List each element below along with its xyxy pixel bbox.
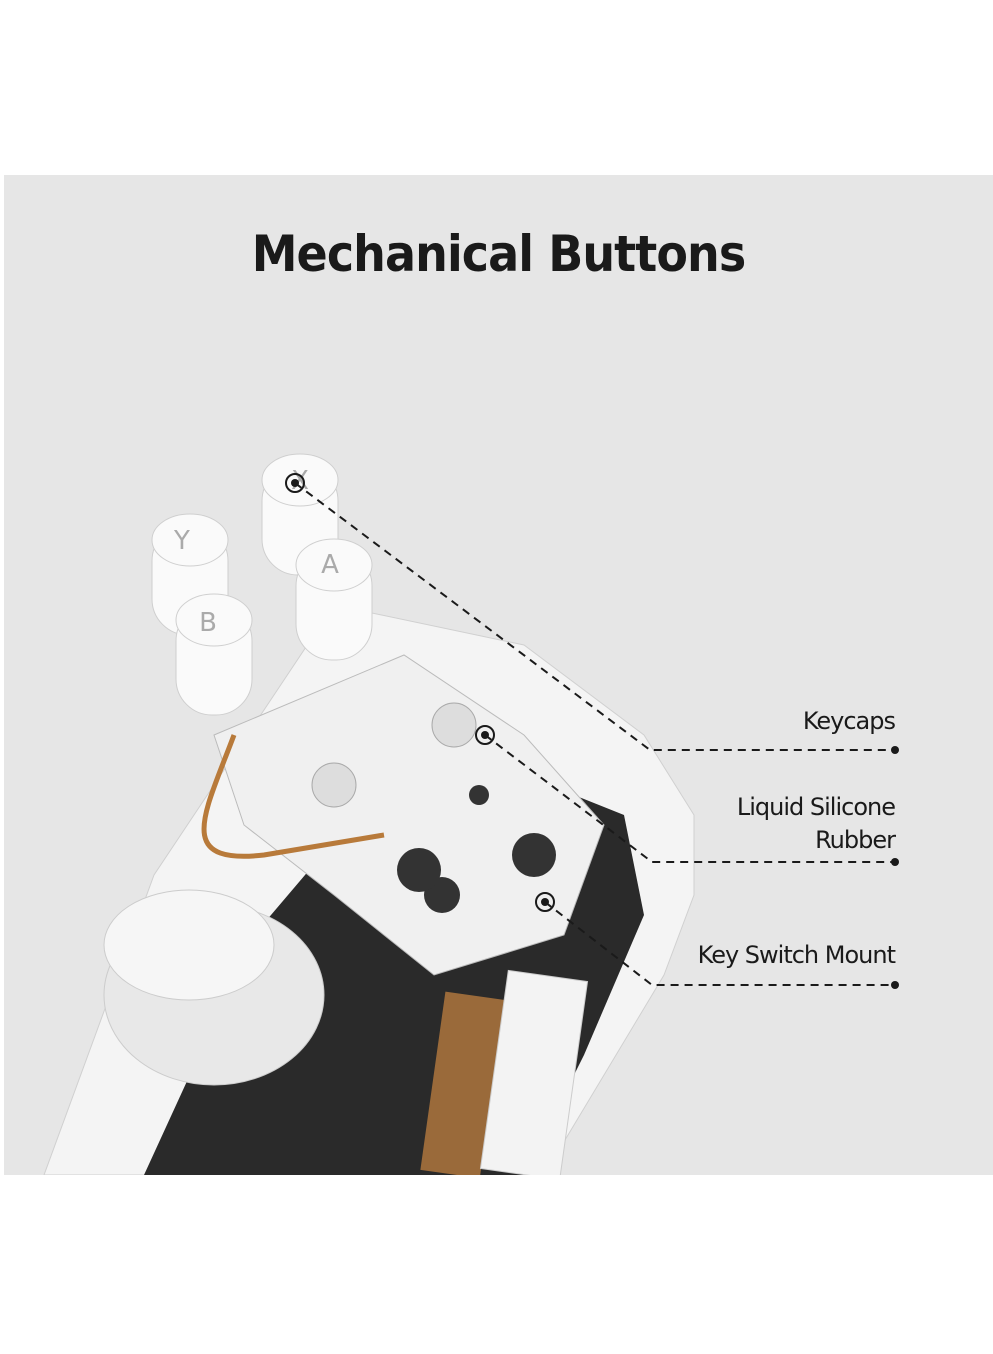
callout-key-switch-mount: Key Switch Mount	[697, 941, 896, 969]
controller-body	[43, 604, 695, 1175]
controller-illustration: X Y A B	[43, 453, 899, 1175]
mount-leader-line	[544, 901, 895, 986]
keycaps-marker-dot	[291, 479, 299, 487]
silicone-end-dot	[891, 858, 899, 866]
keycaps	[151, 453, 373, 716]
mount-end-dot	[891, 981, 899, 989]
keycaps-end-dot	[891, 746, 899, 754]
keycap-b	[175, 593, 253, 716]
mount-marker	[535, 892, 555, 912]
silicone-marker	[475, 725, 495, 745]
keycap-a	[295, 538, 373, 661]
joystick	[103, 889, 325, 1086]
keycaps-leader-line	[294, 482, 895, 751]
letter-y: Y	[173, 526, 190, 556]
page-title: Mechanical Buttons	[251, 225, 747, 283]
callout-keycaps: Keycaps	[802, 707, 896, 735]
letter-a: A	[321, 550, 339, 580]
callout-line-2: Rubber	[815, 826, 896, 854]
silicone-leader-line	[484, 734, 895, 863]
vibration-motor	[420, 969, 589, 1175]
keycaps-marker	[285, 473, 305, 493]
letter-b: B	[199, 608, 217, 638]
callout-liquid-silicone-rubber: Liquid Silicone Rubber	[736, 791, 896, 857]
callout-line-1: Liquid Silicone	[736, 793, 896, 821]
product-panel: X Y A B Mechanical Buttons Keycaps Liqui…	[4, 175, 993, 1175]
